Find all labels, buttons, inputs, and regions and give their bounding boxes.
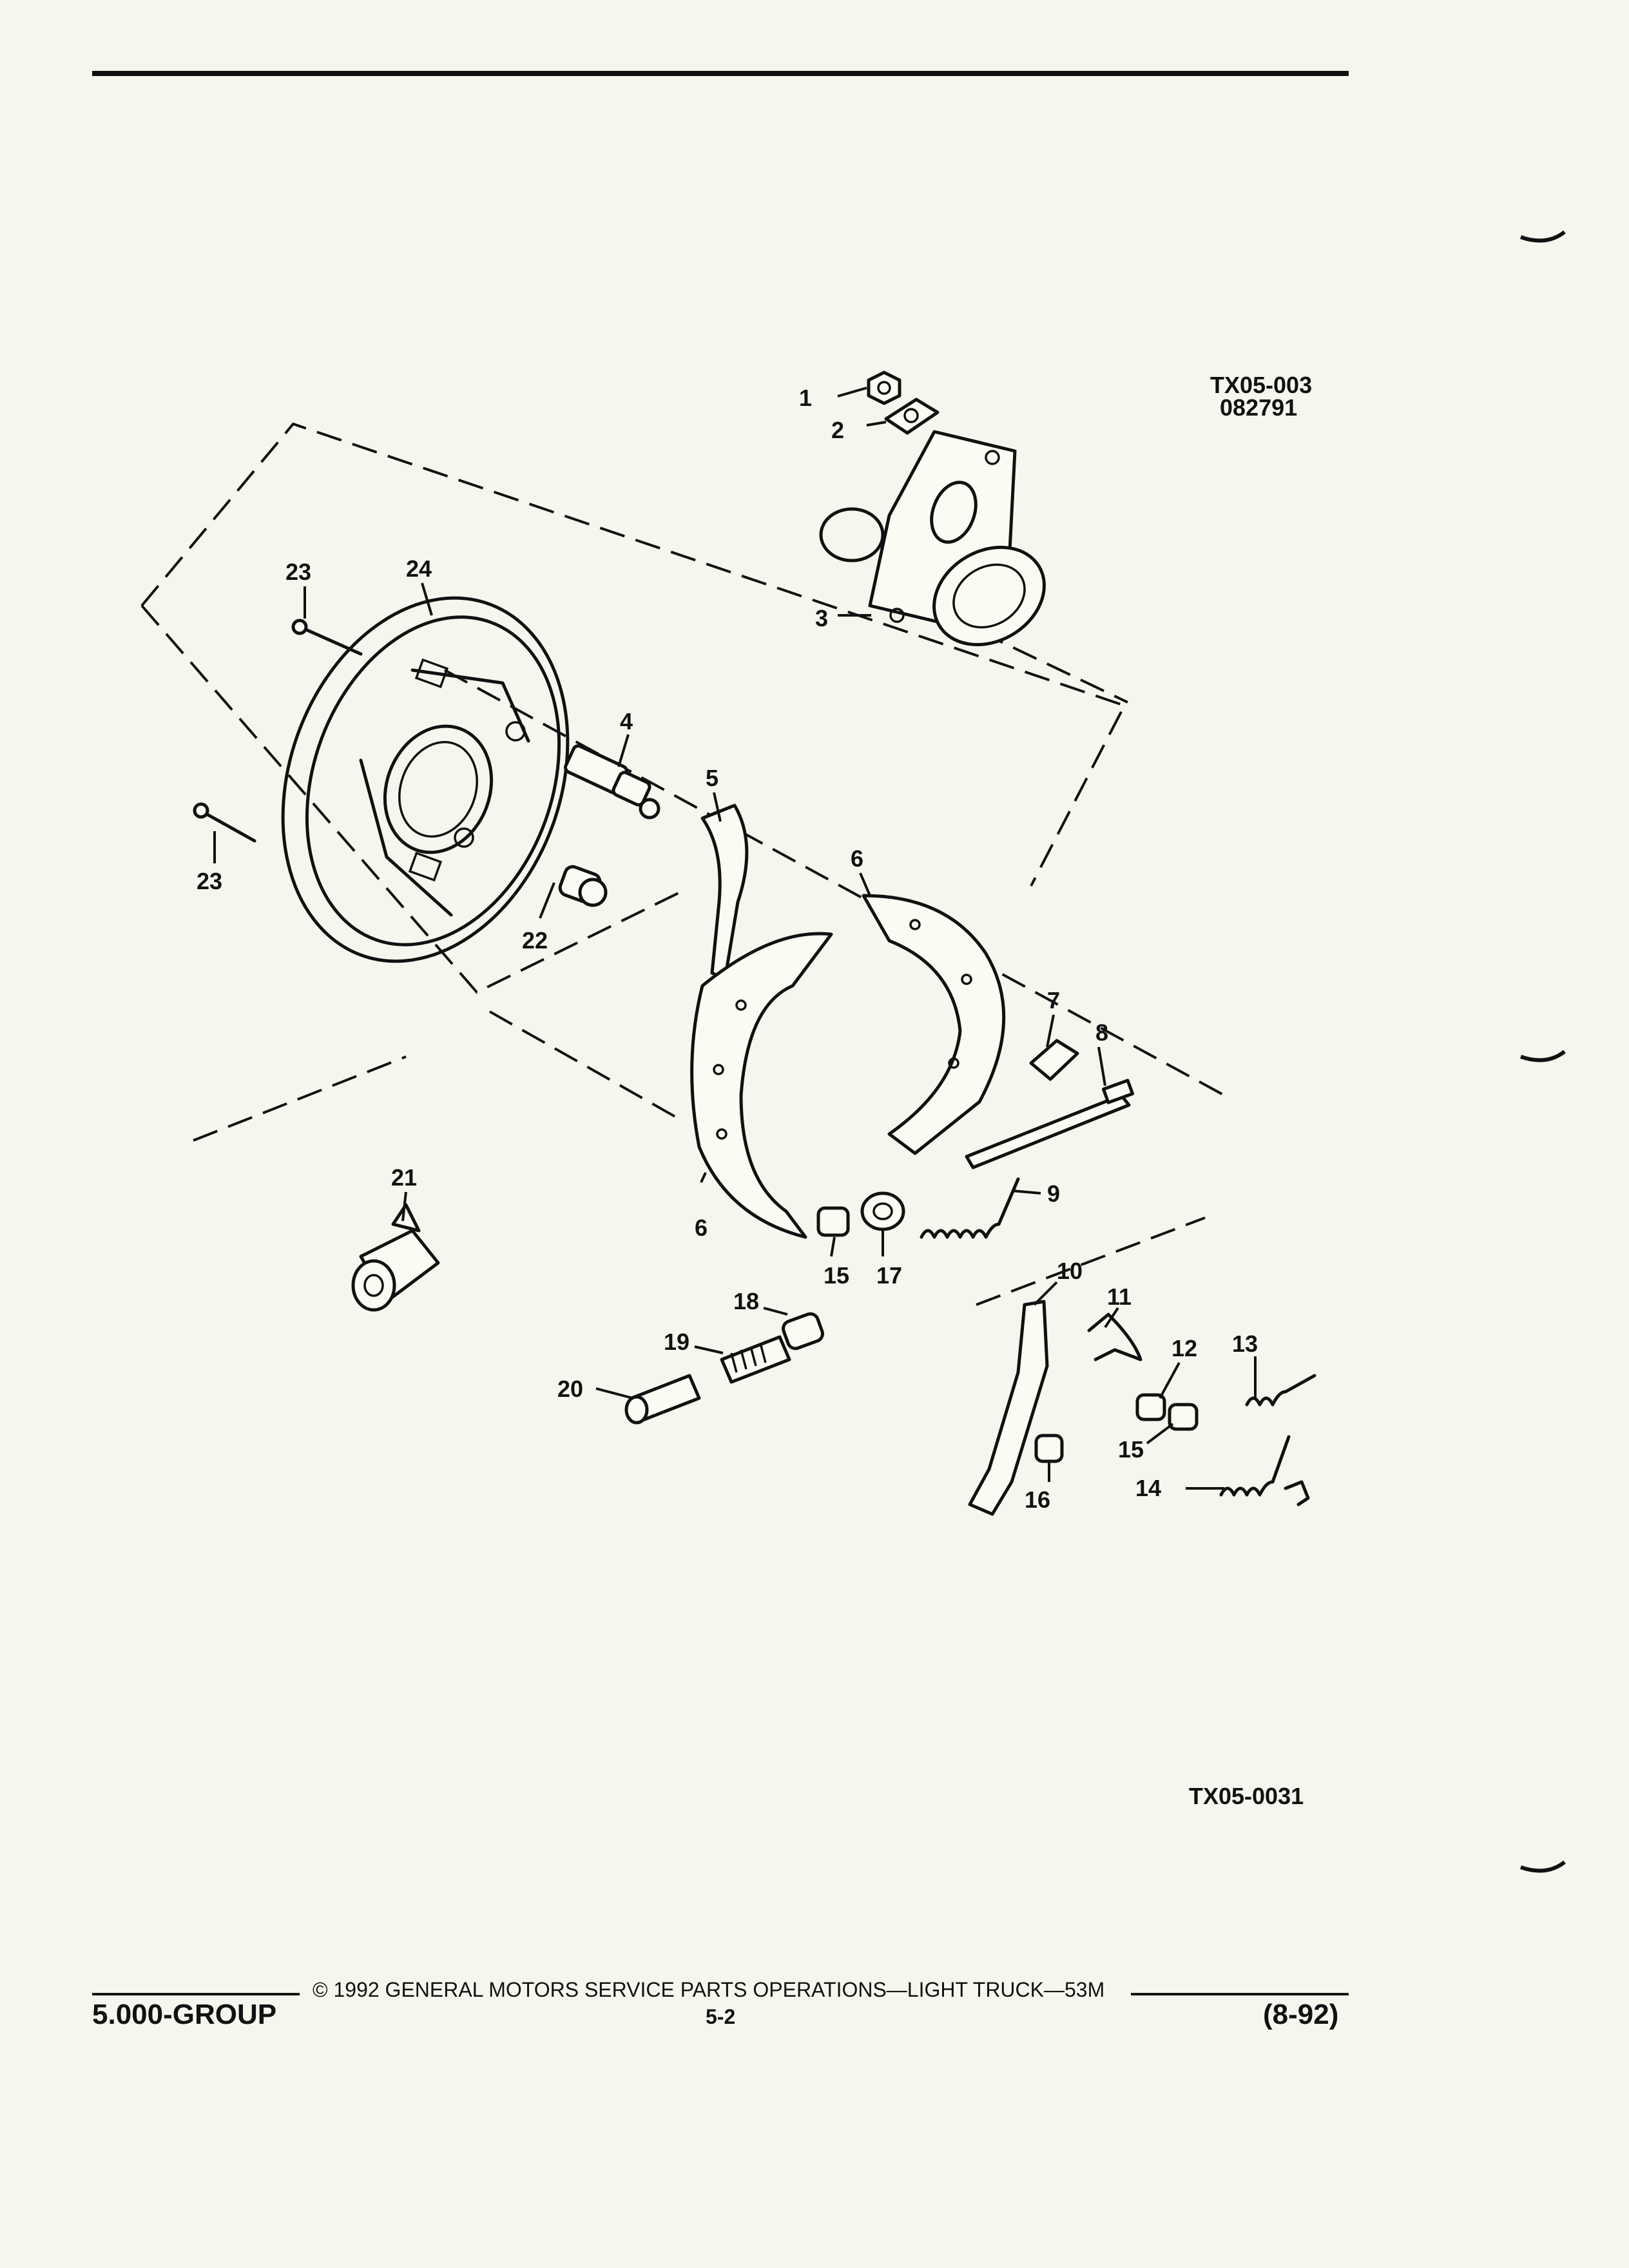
assembly-outline-backing-lower	[140, 604, 687, 994]
spring-14	[1219, 1435, 1291, 1497]
leader-lines	[213, 387, 1257, 1490]
callout-7: 7	[1047, 987, 1060, 1014]
washer-plate	[884, 398, 940, 435]
adjuster-lever-10	[968, 1300, 1049, 1516]
callout-1: 1	[799, 385, 812, 411]
spring-13	[1245, 1374, 1316, 1407]
callout-15-left: 15	[824, 1262, 849, 1289]
brake-shoe-secondary	[862, 894, 1006, 1155]
nut	[867, 370, 901, 405]
callout-17: 17	[876, 1262, 902, 1289]
callout-15-right: 15	[1118, 1436, 1144, 1463]
callout-5: 5	[706, 765, 718, 791]
callout-labels: 1 2 3 4 5 6 6 7 8 9 10 11 12 13 14 15 15…	[197, 385, 1258, 1513]
binder-mark	[1520, 230, 1566, 243]
callout-2: 2	[831, 417, 844, 443]
assembly-outline-adjuster	[976, 1216, 1206, 1306]
callout-20: 20	[557, 1376, 583, 1402]
callout-22: 22	[522, 927, 548, 954]
adjuster-screw-19	[720, 1335, 791, 1384]
backing-plate	[281, 596, 570, 963]
callout-13: 13	[1232, 1331, 1258, 1357]
park-brake-lever	[700, 803, 749, 981]
footer-copyright: © 1992 GENERAL MOTORS SERVICE PARTS OPER…	[313, 1978, 1105, 2001]
callout-4: 4	[620, 708, 633, 735]
clip-hook	[1284, 1480, 1310, 1506]
callout-3: 3	[815, 605, 828, 631]
callout-6-lower: 6	[695, 1215, 708, 1241]
strut	[965, 1093, 1131, 1169]
actuator-link	[1029, 1039, 1079, 1081]
footer-date: (8-92)	[1263, 1999, 1339, 2030]
footer-rule-left	[92, 1993, 300, 1995]
axis-line	[489, 1010, 684, 1122]
footer-page-number: 5-2	[706, 2005, 736, 2028]
pivot-nut-12	[1135, 1393, 1166, 1421]
bolt-upper	[291, 619, 363, 656]
callout-18: 18	[733, 1288, 759, 1314]
callout-24: 24	[406, 555, 432, 582]
strut-end	[1101, 1079, 1135, 1104]
return-spring-9	[920, 1177, 1020, 1239]
figure-code-top-1: TX05-003	[1210, 372, 1312, 398]
footer-rule-right	[1131, 1993, 1349, 1995]
callout-23-upper: 23	[285, 559, 311, 585]
binder-mark	[1520, 1050, 1566, 1062]
actuator-11	[1087, 1312, 1142, 1361]
adjuster-nut-15a	[816, 1206, 850, 1237]
assembly-outline-backing	[140, 422, 1126, 887]
callout-19: 19	[664, 1329, 689, 1355]
callout-10: 10	[1057, 1258, 1083, 1284]
bolt-lower	[193, 802, 256, 843]
axis-line	[979, 630, 1128, 704]
assembly-outline-cylinder	[193, 1055, 407, 1142]
callout-12: 12	[1171, 1335, 1197, 1361]
callout-16: 16	[1025, 1486, 1050, 1513]
washer-17	[860, 1191, 905, 1231]
top-rule	[92, 71, 1349, 76]
callout-21: 21	[391, 1164, 417, 1191]
axle-flange	[819, 430, 1046, 646]
adjuster-socket-18	[782, 1312, 824, 1350]
figure-code-bottom: TX05-0031	[1189, 1783, 1304, 1809]
callout-14: 14	[1135, 1475, 1161, 1501]
adjuster-nut-15b	[1168, 1403, 1199, 1431]
figure-code-top-2: 082791	[1220, 394, 1297, 421]
brake-line-fitting	[564, 744, 660, 820]
callout-8: 8	[1095, 1019, 1108, 1046]
binder-mark	[1520, 1860, 1566, 1873]
footer-group: 5.000-GROUP	[92, 1999, 277, 2030]
callout-11: 11	[1107, 1283, 1132, 1310]
pivot-16	[1034, 1434, 1064, 1463]
callout-6-upper: 6	[851, 845, 863, 872]
bleeder-bolt	[558, 865, 608, 907]
wheel-cylinder	[351, 1203, 440, 1312]
callout-23-lower: 23	[197, 868, 222, 894]
brake-shoe-primary	[690, 932, 833, 1239]
callout-9: 9	[1047, 1180, 1060, 1207]
